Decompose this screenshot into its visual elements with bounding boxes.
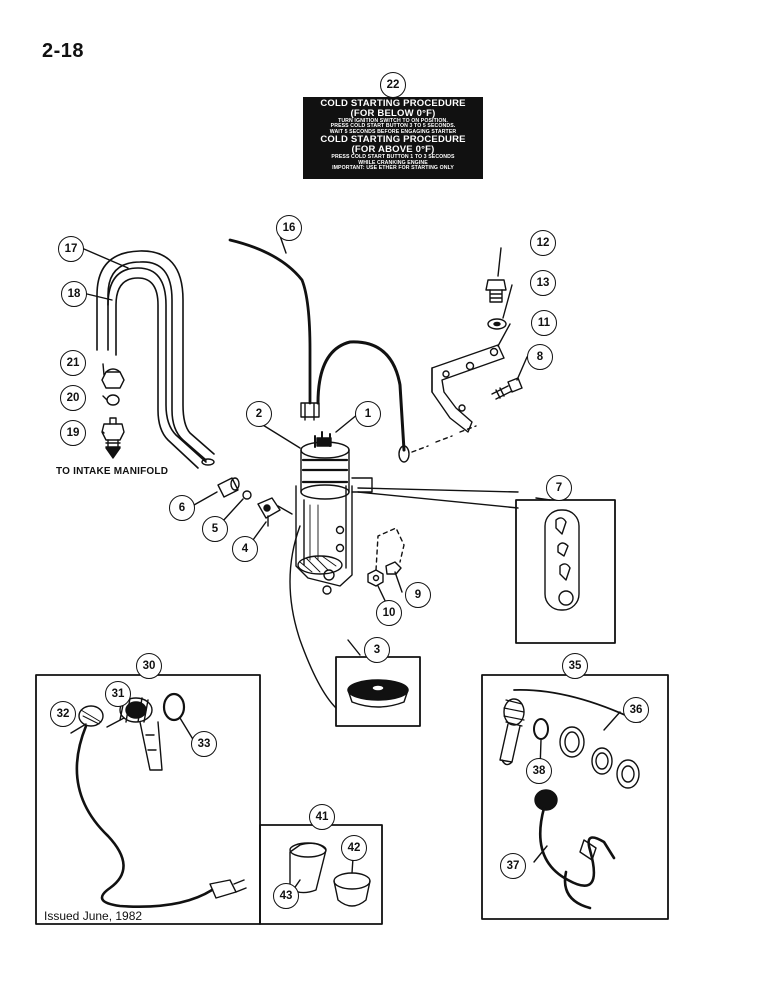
callout-1: 1 <box>355 401 381 427</box>
callout-5: 5 <box>202 516 228 542</box>
fitting-19 <box>101 417 125 451</box>
wire-16 <box>228 238 312 405</box>
cord-37 <box>534 789 616 910</box>
bracket-11 <box>431 344 505 433</box>
o-ring-33 <box>162 692 186 722</box>
callout-17: 17 <box>58 236 84 262</box>
callout-9: 9 <box>405 582 431 608</box>
decal-text-1b: PRESS COLD START BUTTON 3 TO 5 SECONDS. <box>330 123 456 130</box>
decal-text-2b: WHILE CRANKING ENGINE <box>358 159 428 166</box>
washer-38 <box>533 718 549 740</box>
callout-41: 41 <box>309 804 335 830</box>
cord-32 <box>75 705 247 908</box>
callout-13: 13 <box>530 270 556 296</box>
ring-43 <box>289 842 327 894</box>
bolt-12 <box>485 279 507 303</box>
callout-20: 20 <box>60 385 86 411</box>
callout-36: 36 <box>623 697 649 723</box>
heater-element-35 <box>499 698 525 766</box>
intake-manifold-label: TO INTAKE MANIFOLD <box>56 466 169 477</box>
callout-31: 31 <box>105 681 131 707</box>
seal-36c <box>616 759 640 789</box>
bracket-strap-7 <box>544 509 580 611</box>
callout-10: 10 <box>376 600 402 626</box>
ring-42 <box>333 872 371 907</box>
arrow-down-icon <box>105 447 121 459</box>
callout-12: 12 <box>530 230 556 256</box>
decal-text-1a: TURN IGNITION SWITCH TO ON POSITION. <box>338 117 448 124</box>
ground-wire <box>316 340 406 452</box>
callout-2: 2 <box>246 401 272 427</box>
fitting-21 <box>101 368 125 389</box>
elbow-4 <box>257 497 293 527</box>
callout-18: 18 <box>61 281 87 307</box>
seal-36b <box>591 747 613 775</box>
issued-date: Issued June, 1982 <box>44 909 143 923</box>
washer-9 <box>385 561 402 575</box>
callout-7: 7 <box>546 475 572 501</box>
bolt-8 <box>491 377 523 400</box>
page-number: 2-18 <box>42 40 85 62</box>
ferrule-5 <box>242 490 252 500</box>
nut-10 <box>367 569 384 587</box>
hose-17 <box>107 261 207 461</box>
callout-35: 35 <box>562 653 588 679</box>
callout-21: 21 <box>60 350 86 376</box>
callout-4: 4 <box>232 536 258 562</box>
callout-37: 37 <box>500 853 526 879</box>
callout-42: 42 <box>341 835 367 861</box>
callout-33: 33 <box>191 731 217 757</box>
decal-text-1c: WAIT 5 SECONDS BEFORE ENGAGING STARTER <box>329 128 457 135</box>
button-boot-3 <box>347 679 409 708</box>
callout-3: 3 <box>364 637 390 663</box>
callout-30: 30 <box>136 653 162 679</box>
hose-18 <box>115 277 199 469</box>
decal-22: COLD STARTING PROCEDURE (FOR BELOW 0°F) … <box>303 97 483 179</box>
callout-11: 11 <box>531 310 557 336</box>
decal-heading-2b: (FOR ABOVE 0°F) <box>351 144 435 156</box>
callout-19: 19 <box>60 420 86 446</box>
callout-38: 38 <box>526 758 552 784</box>
washer-13 <box>487 318 507 330</box>
callout-43: 43 <box>273 883 299 909</box>
seal-36a <box>559 726 585 758</box>
callout-8: 8 <box>527 344 553 370</box>
decal-text-3: IMPORTANT: USE ETHER FOR STARTING ONLY <box>332 165 454 172</box>
decal-heading-2: COLD STARTING PROCEDURE <box>320 134 466 146</box>
fitting-6 <box>217 477 240 498</box>
callout-16: 16 <box>276 215 302 241</box>
ferrule-20 <box>106 394 120 406</box>
callout-32: 32 <box>50 701 76 727</box>
decal-text-2a: PRESS COLD START BUTTON 1 TO 3 SECONDS <box>331 154 455 161</box>
detail-box-7 <box>515 499 616 644</box>
heater-element-31 <box>119 697 163 771</box>
decal-heading-1b: (FOR BELOW 0°F) <box>350 107 436 119</box>
cold-start-solenoid <box>295 402 373 595</box>
callout-6: 6 <box>169 495 195 521</box>
decal-heading-1: COLD STARTING PROCEDURE <box>320 98 466 109</box>
callout-22: 22 <box>380 72 406 98</box>
